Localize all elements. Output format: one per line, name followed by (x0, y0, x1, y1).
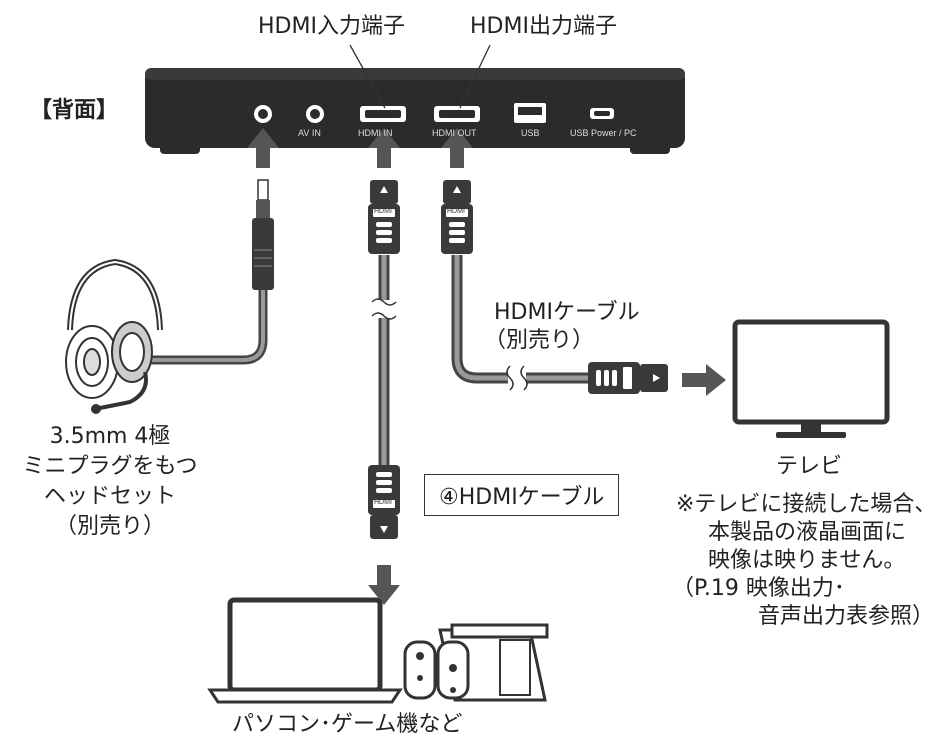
devices-label: パソコン･ゲーム機など (232, 712, 463, 737)
headset-label-line3: ヘッドセット (43, 484, 176, 509)
game-console-illustration (403, 623, 549, 702)
hdmi-connector-right-out (588, 362, 668, 394)
note-line3: 映像は映りません。 (708, 548, 906, 573)
hdmi-connector-bottom-in (368, 465, 400, 539)
connector-text-bottom-in: HDMI (374, 499, 392, 506)
hdmi-cable-sold-separately-label: （別売り） (484, 328, 595, 353)
laptop-illustration (207, 597, 403, 704)
rear-label: 【背面】 (30, 98, 119, 123)
arrow-right-to-tv (682, 364, 726, 396)
tv-label: テレビ (776, 454, 843, 479)
port-label-hdmi-in: HDMI IN (358, 128, 393, 138)
headset-label-line1: 3.5mm 4極 (49, 424, 171, 449)
note-line2: 本製品の液晶画面に (708, 520, 907, 545)
hdmi-in-terminal-label: HDMI入力端子 (258, 14, 405, 39)
note-line4: （P.19 映像出力･ (672, 576, 845, 601)
leader-lines (349, 44, 491, 109)
tv-illustration (732, 319, 890, 438)
hdmi-out-terminal-label: HDMI出力端子 (470, 14, 617, 39)
hdmi-connector-top-out (441, 180, 473, 254)
arrow-up-av (247, 128, 279, 168)
hdmi-out-cable (451, 255, 588, 391)
arrow-up-hdmi-out (441, 128, 473, 168)
connector-text-top-out: HDMI (447, 208, 465, 215)
port-label-hdmi-out: HDMI OUT (432, 128, 477, 138)
port-label-usb: USB (521, 128, 540, 138)
note-line1: ※テレビに接続した場合、 (676, 492, 937, 517)
note-line5: 音声出力表参照） (758, 604, 935, 629)
headset-label-line4: （別売り） (54, 514, 165, 539)
port-label-usb-power-pc: USB Power / PC (570, 128, 637, 138)
port-label-av-in: AV IN (298, 128, 321, 138)
arrow-down-to-devices (368, 565, 400, 605)
headset-illustration (65, 258, 163, 414)
device-rear-panel (145, 68, 685, 154)
hdmi-cable-label: HDMIケーブル (494, 300, 640, 325)
headset-label-line2: ミニプラグをもつ (22, 454, 198, 479)
connector-text-top-in: HDMI (374, 208, 392, 215)
hdmi-cable-4-label: ④HDMIケーブル (424, 474, 620, 516)
hdmi-in-cable (371, 255, 397, 465)
arrow-up-hdmi-in (368, 128, 400, 168)
headset-cable (150, 179, 274, 365)
hdmi-connector-top-in (368, 180, 400, 254)
arrows-into-device (247, 128, 473, 168)
